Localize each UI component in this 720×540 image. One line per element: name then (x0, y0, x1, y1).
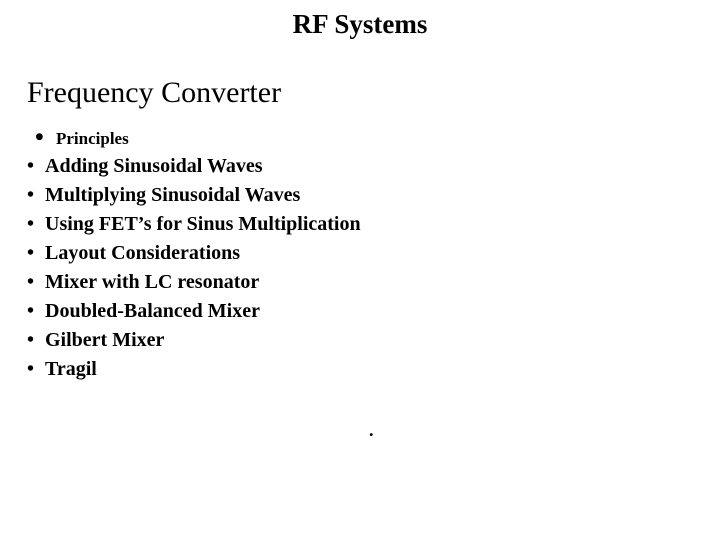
bullet-point-icon: • (27, 242, 35, 264)
list-item: • Multiplying Sinusoidal Waves (27, 181, 687, 210)
list-item: • Layout Considerations (27, 239, 687, 268)
list-item-label: Principles (56, 129, 129, 148)
list-item-label: Tragil (45, 358, 97, 380)
bullet-point-icon: • (27, 155, 35, 177)
list-item-label: Doubled-Balanced Mixer (45, 300, 260, 322)
page-title: RF Systems (292, 9, 428, 39)
bullet-point-icon: • (27, 213, 35, 235)
bullet-point-icon: • (27, 329, 35, 351)
bullet-point-icon: • (27, 184, 35, 206)
list-item-label: Using FET’s for Sinus Multiplication (45, 213, 361, 235)
stray-period-mark: . (369, 420, 374, 440)
list-item: • Principles (27, 122, 687, 152)
bullet-point-icon: • (35, 124, 44, 151)
bullet-point-icon: • (27, 300, 35, 322)
list-item: • Adding Sinusoidal Waves (27, 152, 687, 181)
list-item: • Tragil (27, 355, 687, 384)
bullet-point-icon: • (27, 271, 35, 293)
list-item: • Gilbert Mixer (27, 326, 687, 355)
list-item-label: Gilbert Mixer (45, 329, 165, 351)
list-item-label: Multiplying Sinusoidal Waves (45, 184, 301, 206)
list-item: • Doubled-Balanced Mixer (27, 297, 687, 326)
list-item-label: Mixer with LC resonator (45, 271, 260, 293)
list-item-label: Layout Considerations (45, 242, 241, 264)
list-item-label: Adding Sinusoidal Waves (45, 155, 263, 177)
bullet-list: • Principles • Adding Sinusoidal Waves •… (27, 122, 687, 384)
section-heading: Frequency Converter (27, 76, 282, 109)
bullet-point-icon: • (27, 358, 35, 380)
list-item: • Mixer with LC resonator (27, 268, 687, 297)
list-item: • Using FET’s for Sinus Multiplication (27, 210, 687, 239)
